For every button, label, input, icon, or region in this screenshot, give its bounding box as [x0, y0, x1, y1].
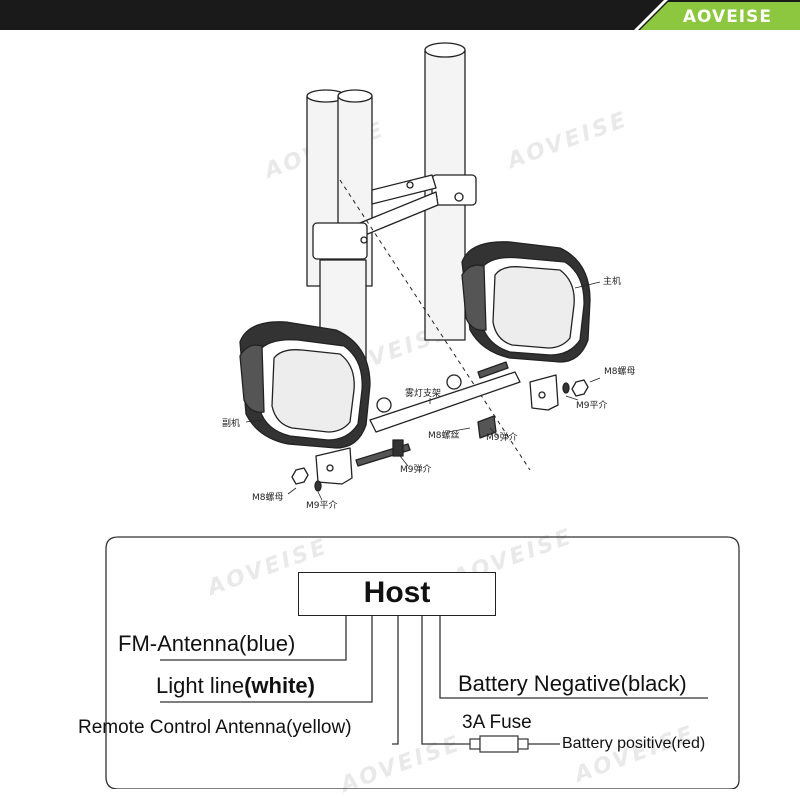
- banner-graphic: [0, 0, 800, 30]
- host-unit-box: Host: [298, 572, 496, 616]
- label-light-line-prefix: Light line: [156, 673, 245, 698]
- brand-banner: AOVEISE: [0, 0, 800, 36]
- label-fuse: 3A Fuse: [462, 712, 532, 733]
- light-bracket: [369, 371, 521, 433]
- label-m8-screw: M8螺丝: [428, 429, 460, 441]
- label-light-line: Light line(white): [156, 673, 315, 699]
- mount-right: [477, 361, 589, 439]
- wire-light-line: [160, 616, 373, 703]
- wire-battery-positive: [421, 616, 470, 745]
- mount-left: [291, 439, 411, 492]
- speaker-sub-unit: [239, 321, 371, 449]
- label-m8-nut-right: M8螺母: [604, 366, 636, 377]
- speaker-main-unit: [461, 241, 591, 363]
- alignment-line: [339, 179, 531, 471]
- fork-clamp-bracket: [312, 174, 477, 260]
- label-main-unit: 主机: [603, 275, 621, 287]
- installation-illustration: 主机 副机 雾灯支架 M8螺丝 M9弹介 M8螺母 M9平介 M9弹介 M8螺母…: [222, 42, 636, 511]
- label-m9-flat-washer-right: M9平介: [576, 400, 608, 411]
- label-light-line-color: (white): [244, 673, 315, 698]
- label-remote-antenna: Remote Control Antenna(yellow): [78, 717, 352, 738]
- banner-accent: [640, 2, 800, 30]
- leader-lines: [245, 281, 601, 501]
- fuse-icon: [469, 735, 529, 753]
- label-fm-antenna: FM-Antenna(blue): [118, 631, 296, 656]
- host-title: Host: [363, 576, 431, 609]
- label-battery-positive: Battery positive(red): [562, 735, 706, 752]
- wiring-panel-frame: [105, 536, 740, 789]
- banner-bar: [0, 0, 800, 30]
- banner-stripe: [634, 0, 668, 30]
- label-m9-spring-washer-left: M9弹介: [400, 463, 432, 475]
- wire-battery-negative: [439, 616, 708, 699]
- label-m8-nut-left: M8螺母: [252, 492, 284, 503]
- label-sub-unit: 副机: [222, 417, 240, 429]
- label-m9-flat-washer-left: M9平介: [306, 500, 338, 511]
- label-light-bracket: 雾灯支架: [405, 387, 441, 399]
- wire-fm-antenna: [160, 616, 347, 661]
- label-m9-spring-washer-right: M9弹介: [486, 431, 518, 443]
- brand-logo: AOVEISE: [682, 7, 772, 27]
- wire-remote-antenna: [392, 616, 399, 745]
- label-battery-negative: Battery Negative(black): [458, 671, 687, 696]
